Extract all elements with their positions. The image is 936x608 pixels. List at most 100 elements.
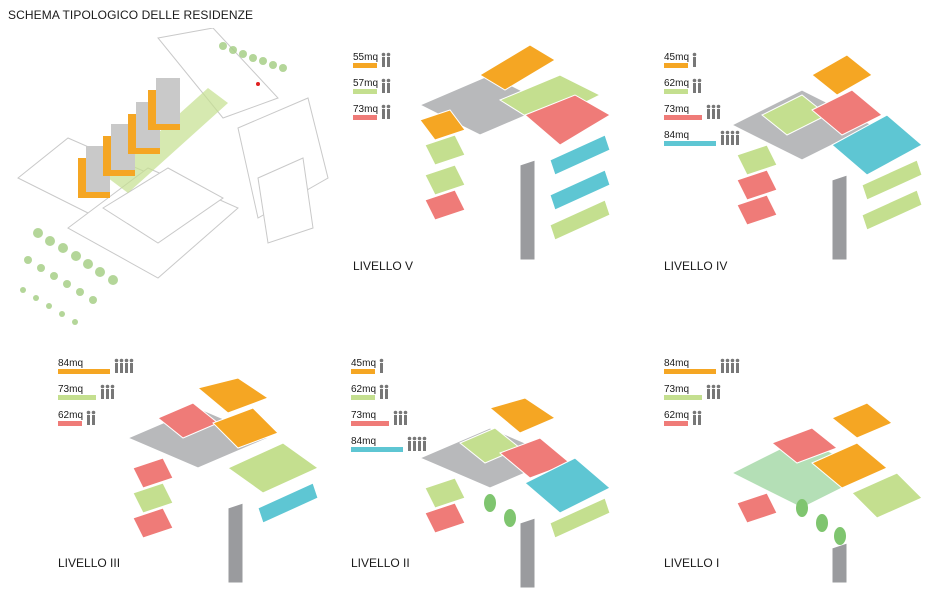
person-icon [381, 104, 386, 119]
person-icon [716, 104, 721, 119]
person-icon [711, 384, 716, 399]
legend-area-label: 57mq [353, 78, 379, 89]
building-level-i-diagram [730, 402, 923, 584]
person-icon [379, 358, 384, 373]
person-icon [91, 410, 96, 425]
legend-color-bar [664, 421, 688, 426]
person-icon [697, 78, 702, 93]
person-icon [119, 358, 124, 373]
person-icon [735, 130, 740, 145]
person-icon [697, 410, 702, 425]
legend-area-label: 73mq [351, 410, 377, 421]
person-icon [412, 436, 417, 451]
legend-occupants [381, 104, 393, 125]
person-icon [422, 436, 427, 451]
legend-color-bar [351, 447, 403, 452]
person-icon [393, 410, 398, 425]
legend-color-bar [353, 89, 377, 94]
person-icon [730, 130, 735, 145]
person-icon [725, 358, 730, 373]
legend-color-bar [58, 421, 82, 426]
person-icon [407, 436, 412, 451]
person-icon [692, 410, 697, 425]
legend-area-label: 73mq [664, 104, 690, 115]
legend-occupants [720, 130, 742, 151]
building-level-v-diagram [418, 44, 611, 261]
building-level-ii-diagram [418, 398, 611, 589]
person-icon [706, 104, 711, 119]
person-icon [730, 358, 735, 373]
person-icon [110, 384, 115, 399]
person-icon [386, 104, 391, 119]
legend-color-bar [351, 369, 375, 374]
legend-color-bar [664, 115, 702, 120]
legend-area-label: 62mq [664, 410, 690, 421]
legend-occupants [379, 358, 386, 379]
site-plan-axonometric [17, 28, 329, 325]
legend-occupants [86, 410, 98, 431]
legend-color-bar [664, 141, 716, 146]
legend-area-label: 84mq [664, 358, 690, 369]
legend-area-label: 84mq [664, 130, 690, 141]
legend-color-bar [351, 421, 389, 426]
level-label-v: LIVELLO V [353, 259, 414, 273]
person-icon [725, 130, 730, 145]
person-icon [716, 384, 721, 399]
legend-occupants [407, 436, 429, 457]
person-icon [706, 384, 711, 399]
legend-color-bar [664, 63, 688, 68]
legend-color-bar [353, 63, 377, 68]
person-icon [114, 358, 119, 373]
legend-area-label: 84mq [58, 358, 84, 369]
legend-occupants [706, 104, 723, 125]
legend-occupants [706, 384, 723, 405]
legend-area-label: 73mq [353, 104, 379, 115]
person-icon [386, 78, 391, 93]
person-icon [381, 52, 386, 67]
legend-occupants [114, 358, 136, 379]
person-icon [720, 130, 725, 145]
legend-occupants [692, 52, 699, 73]
legend-occupants [381, 52, 393, 73]
person-icon [403, 410, 408, 425]
legend-area-label: 73mq [664, 384, 690, 395]
legend-occupants [393, 410, 410, 431]
person-icon [381, 78, 386, 93]
legend-occupants [379, 384, 391, 405]
legend-color-bar [58, 395, 96, 400]
legend-area-label: 62mq [58, 410, 84, 421]
legend-area-label: 62mq [664, 78, 690, 89]
legend-area-label: 62mq [351, 384, 377, 395]
person-icon [386, 52, 391, 67]
legend-color-bar [664, 395, 702, 400]
person-icon [711, 104, 716, 119]
person-icon [86, 410, 91, 425]
legend-color-bar [58, 369, 110, 374]
legend-area-label: 55mq [353, 52, 379, 63]
person-icon [735, 358, 740, 373]
legend-area-label: 45mq [351, 358, 377, 369]
legend-occupants [692, 410, 704, 431]
legend-occupants [381, 78, 393, 99]
person-icon [720, 358, 725, 373]
person-icon [692, 78, 697, 93]
legend-color-bar [664, 369, 716, 374]
legend-area-label: 84mq [351, 436, 377, 447]
building-level-iv-diagram [730, 54, 923, 261]
page-title: SCHEMA TIPOLOGICO DELLE RESIDENZE [8, 8, 254, 22]
person-icon [384, 384, 389, 399]
building-level-iii-diagram [126, 378, 319, 584]
legend-occupants [100, 384, 117, 405]
level-label-i: LIVELLO I [664, 556, 720, 570]
legend-area-label: 73mq [58, 384, 84, 395]
legend-occupants [692, 78, 704, 99]
legend-area-label: 45mq [664, 52, 690, 63]
person-icon [105, 384, 110, 399]
legend-color-bar [664, 89, 688, 94]
person-icon [417, 436, 422, 451]
legend-color-bar [353, 115, 377, 120]
person-icon [692, 52, 697, 67]
person-icon [124, 358, 129, 373]
person-icon [379, 384, 384, 399]
legend-occupants [720, 358, 742, 379]
